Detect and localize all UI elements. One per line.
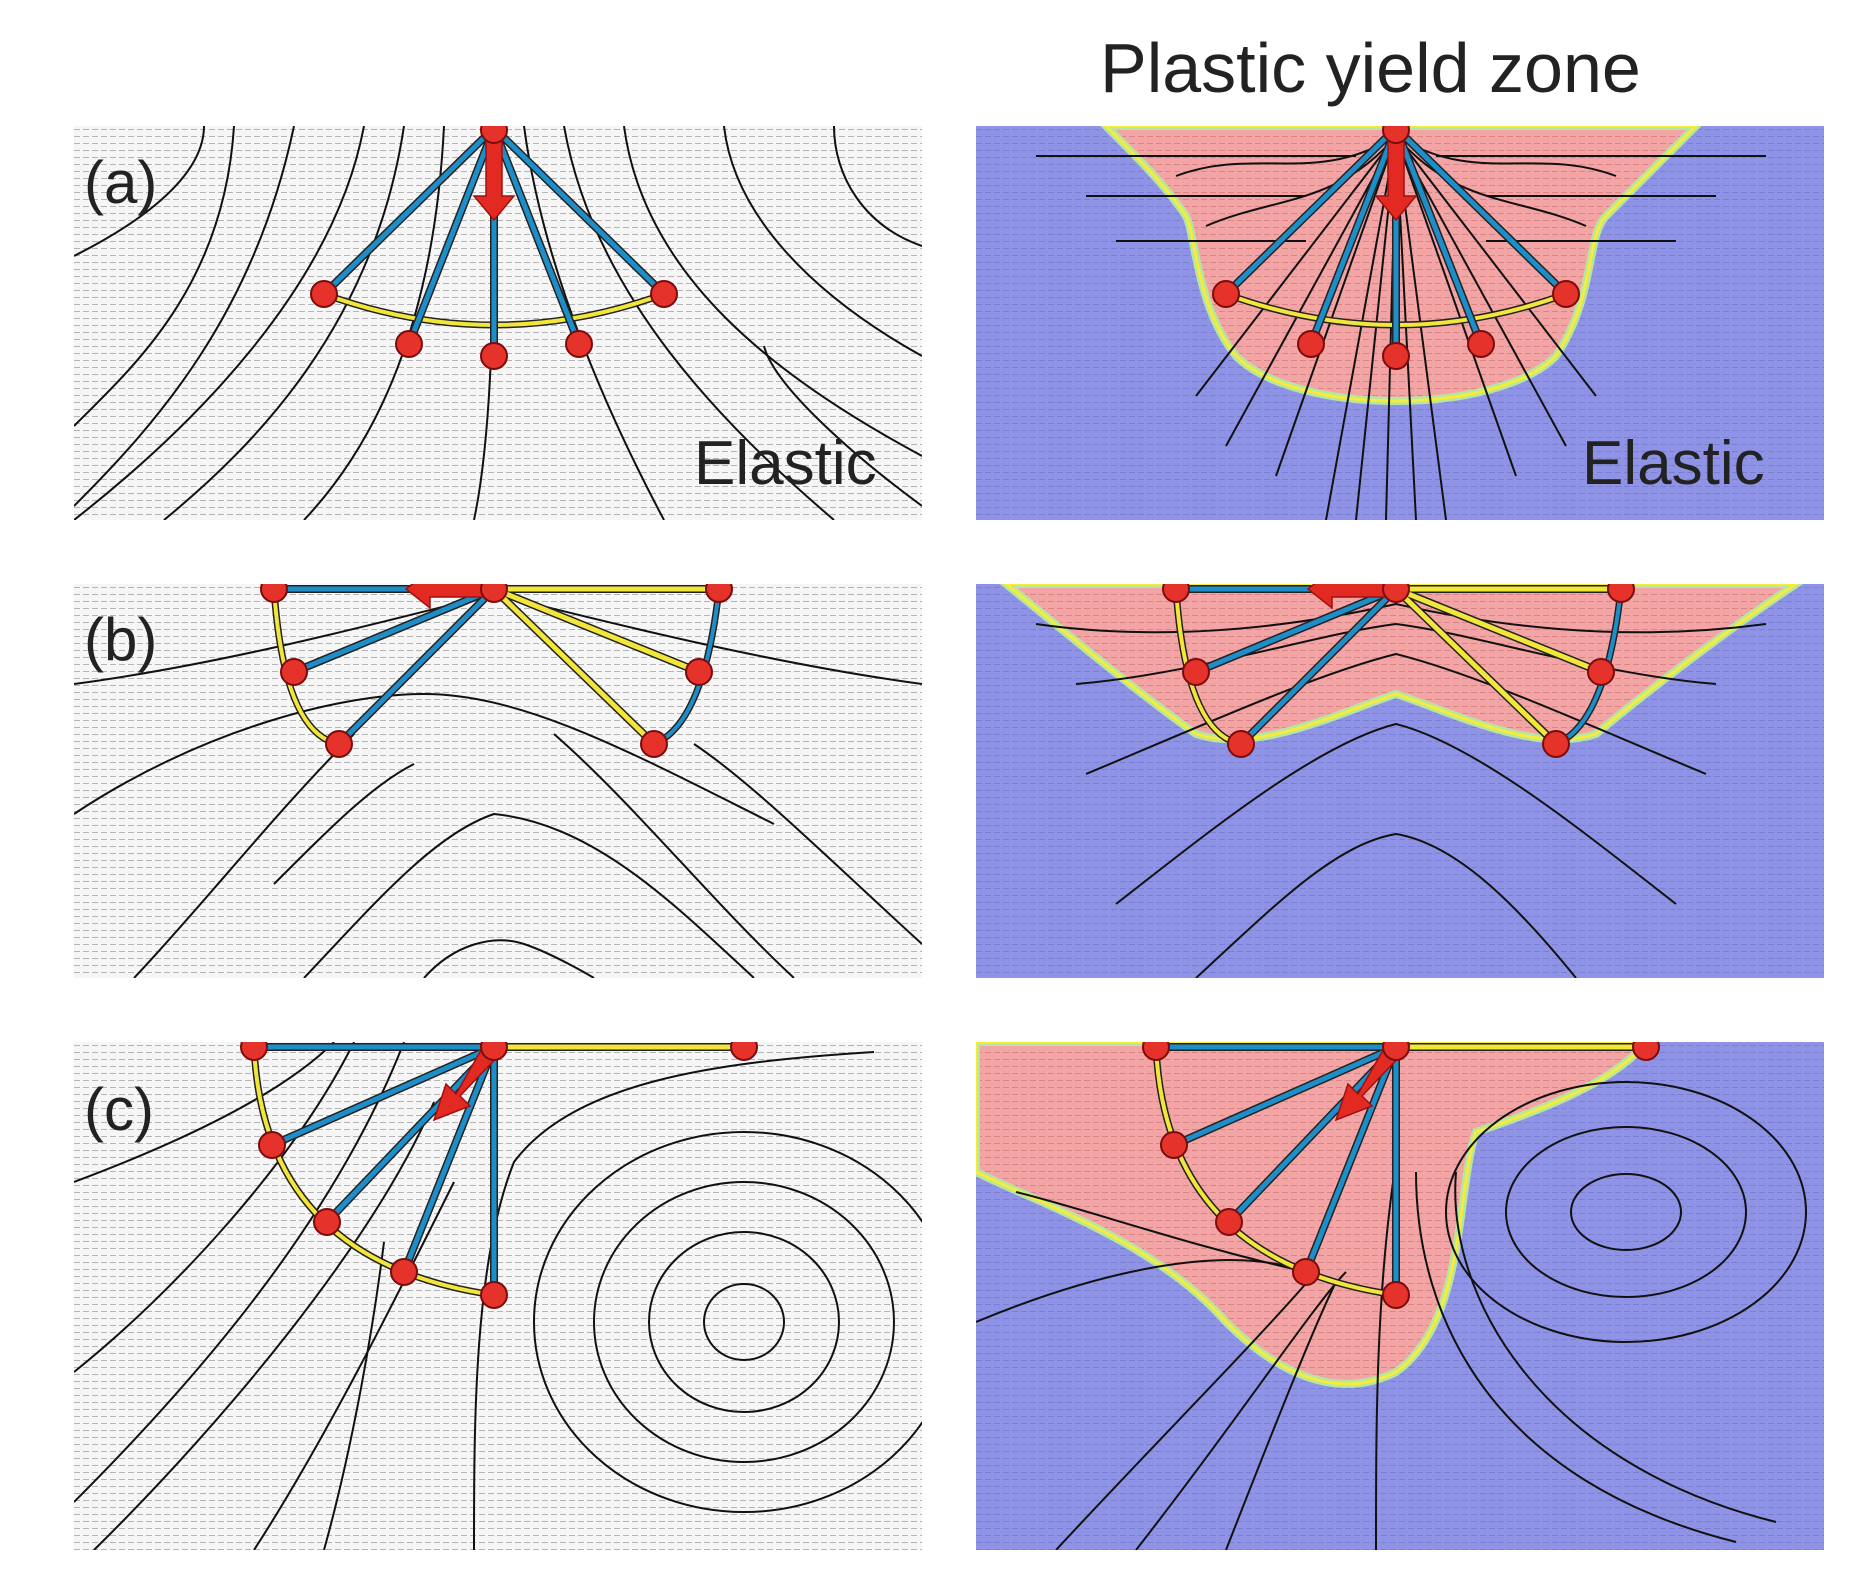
plastic-yield-zone-title: Plastic yield zone — [1100, 29, 1641, 107]
elastic-label-right-a: Elastic — [1582, 429, 1765, 498]
node-circle-icon — [1142, 1042, 1660, 1309]
panel-label-c: (c) — [84, 1076, 154, 1143]
node-circle-icon — [1212, 126, 1580, 370]
mechanism-a-right — [1212, 126, 1580, 370]
mechanism-b — [260, 584, 733, 758]
left-force-arrow-icon — [1306, 584, 1395, 610]
node-circle-icon — [310, 126, 678, 370]
mechanism-c — [240, 1042, 758, 1309]
node-circle-icon — [260, 584, 733, 758]
panel-a-right — [976, 126, 1824, 520]
node-circle-icon — [240, 1042, 758, 1309]
panel-label-b: (b) — [84, 606, 158, 673]
panel-b-right — [976, 584, 1824, 978]
panel-c-right — [976, 1042, 1824, 1550]
node-circle-icon — [1162, 584, 1635, 758]
elastic-label-left-a: Elastic — [694, 429, 877, 498]
panel-b-left — [74, 584, 922, 978]
mechanism-b-right — [1162, 584, 1635, 758]
panel-label-a: (a) — [84, 149, 158, 216]
panel-a-left — [74, 126, 922, 520]
panel-c-left — [74, 1042, 922, 1550]
mechanism-c-right — [1142, 1042, 1660, 1309]
left-force-arrow-icon — [404, 584, 493, 610]
streamlines — [74, 126, 922, 520]
streamlines — [976, 1081, 1807, 1550]
streamlines — [74, 1042, 922, 1550]
mechanism-a — [310, 126, 678, 370]
